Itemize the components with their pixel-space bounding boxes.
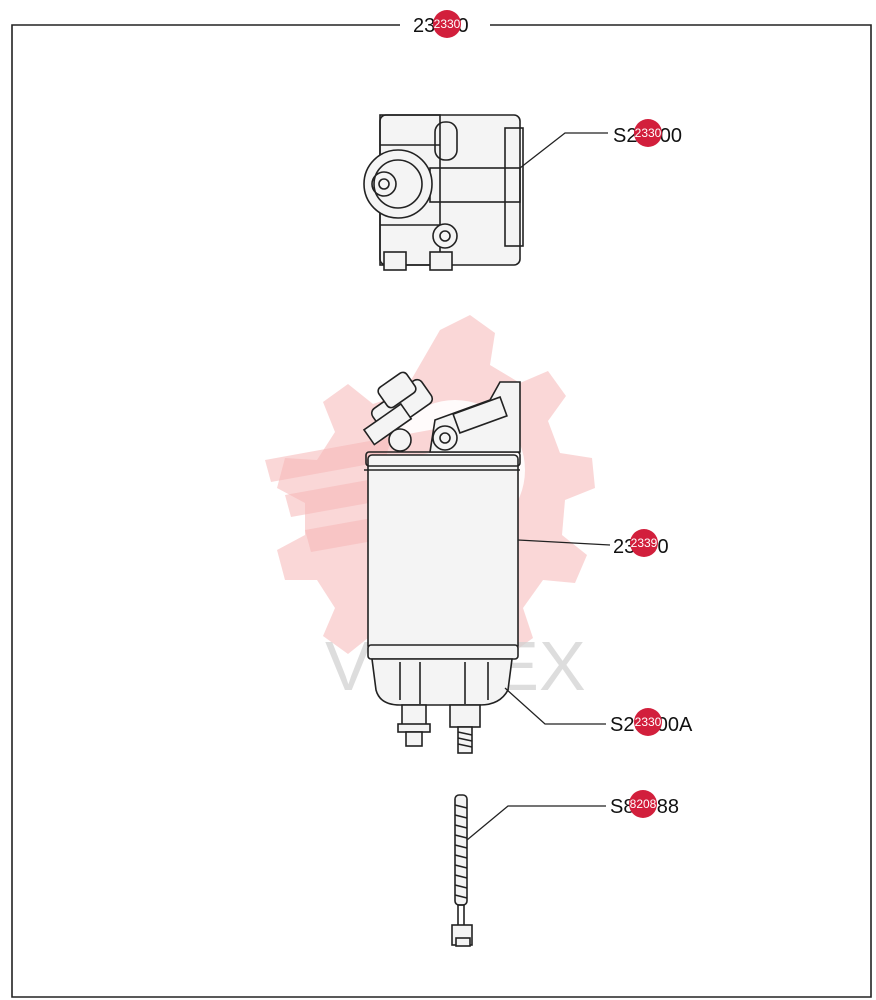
leader-line-heater-wire xyxy=(466,805,606,841)
badge-circle xyxy=(433,10,461,38)
leader-line-filter-bowl xyxy=(504,687,606,725)
badge-text: 2330 xyxy=(434,17,461,31)
badge-text: 2330 xyxy=(635,715,662,729)
leader-line-filter-element xyxy=(517,539,611,546)
filter-head-drawing xyxy=(363,114,524,271)
callout-heater-wire-badge[interactable]: 8208 xyxy=(629,790,657,818)
badge-text: 2339 xyxy=(631,536,658,550)
badge-circle xyxy=(629,790,657,818)
badge-text: 8208 xyxy=(630,797,657,811)
callout-filter-element-badge[interactable]: 2339 xyxy=(630,529,658,557)
filter-assembly-drawing xyxy=(362,371,521,754)
callout-filter-head-badge[interactable]: 2330 xyxy=(634,119,662,147)
badge-circle xyxy=(634,119,662,147)
heater-wire-drawing xyxy=(451,794,473,947)
badge-text: 2330 xyxy=(635,126,662,140)
callout-filter-bowl-badge[interactable]: 2330 xyxy=(634,708,662,736)
badge-circle xyxy=(630,529,658,557)
leader-line-filter-head xyxy=(519,132,608,169)
badge-circle xyxy=(634,708,662,736)
diagram-frame xyxy=(11,24,872,998)
assembly-number-badge[interactable]: 2330 xyxy=(433,10,461,38)
